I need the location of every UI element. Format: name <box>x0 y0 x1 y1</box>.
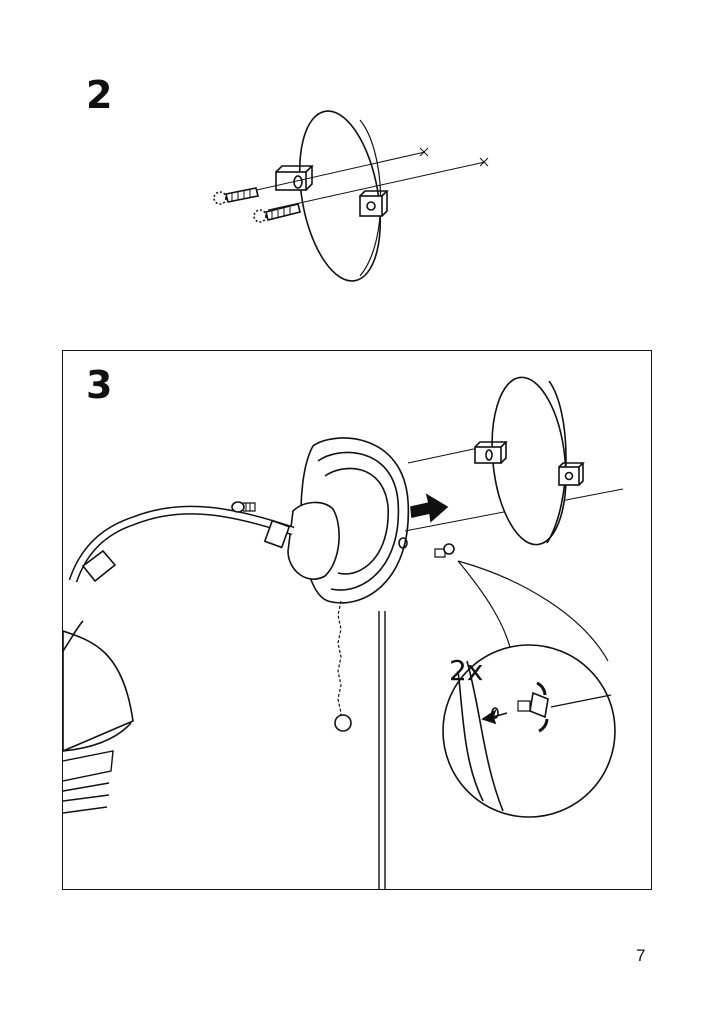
step-number: 2 <box>86 73 113 117</box>
lamp-shade <box>63 620 134 814</box>
quantity-label: 2x <box>449 654 484 687</box>
screw-icon <box>434 543 455 558</box>
lamp-canopy <box>287 437 410 604</box>
arrow-right-icon <box>410 493 449 523</box>
screw-icon <box>253 203 301 223</box>
pull-chain <box>334 600 352 732</box>
mounting-plate <box>474 376 585 546</box>
step-2-illustration <box>200 100 510 290</box>
detail-callout <box>442 644 616 818</box>
screw-icon <box>213 187 259 205</box>
lower-bracket <box>359 190 389 217</box>
step-3-panel: 2x <box>62 350 652 890</box>
lamp-arm <box>68 505 295 583</box>
screw-icon <box>231 501 256 513</box>
page-number: 7 <box>636 946 646 965</box>
power-cord <box>378 611 386 889</box>
step-3-illustration: 2x <box>63 351 651 889</box>
upper-bracket <box>275 165 314 191</box>
step-number: 3 <box>86 363 113 407</box>
